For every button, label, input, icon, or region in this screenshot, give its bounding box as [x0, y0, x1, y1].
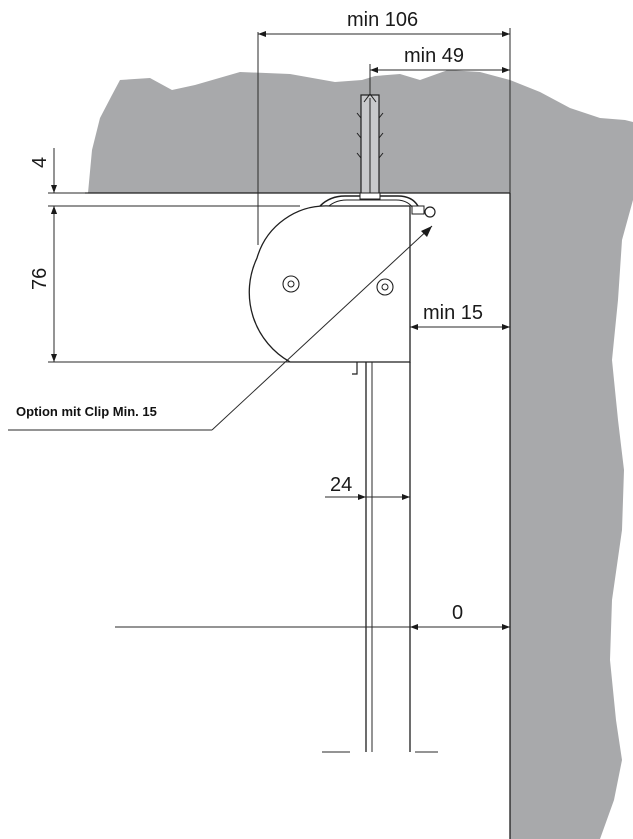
- dim-min-49-label: min 49: [404, 45, 464, 67]
- clip-option-callout: Option mit Clip Min. 15: [8, 225, 433, 431]
- bottom-hook: [352, 362, 358, 375]
- set-screw-icon: [424, 206, 436, 218]
- callout-arrow-icon: [421, 226, 432, 237]
- mounting-bracket: [319, 192, 436, 218]
- dim-min-15: min 15: [410, 302, 510, 330]
- wall-shape: [510, 193, 633, 839]
- dim-0: 0: [115, 602, 510, 630]
- dim-min-15-label: min 15: [423, 302, 483, 324]
- clip-option-label: Option mit Clip Min. 15: [16, 404, 157, 419]
- dim-0-label: 0: [452, 602, 463, 624]
- right-screw-icon: [376, 278, 394, 296]
- dim-76: 76: [29, 206, 290, 363]
- cassette-housing: [248, 205, 411, 363]
- dim-24-label: 24: [330, 474, 352, 496]
- dim-76-label: 76: [29, 268, 51, 290]
- dim-4: 4: [29, 148, 300, 214]
- dim-24: 24: [325, 474, 410, 500]
- anchor-dowel: [356, 93, 384, 196]
- dim-min-106: min 106: [257, 9, 511, 245]
- dim-min-49: min 49: [369, 45, 510, 95]
- dim-4-label: 4: [29, 157, 51, 168]
- dim-min-106-label: min 106: [347, 9, 418, 31]
- left-screw-icon: [282, 275, 300, 293]
